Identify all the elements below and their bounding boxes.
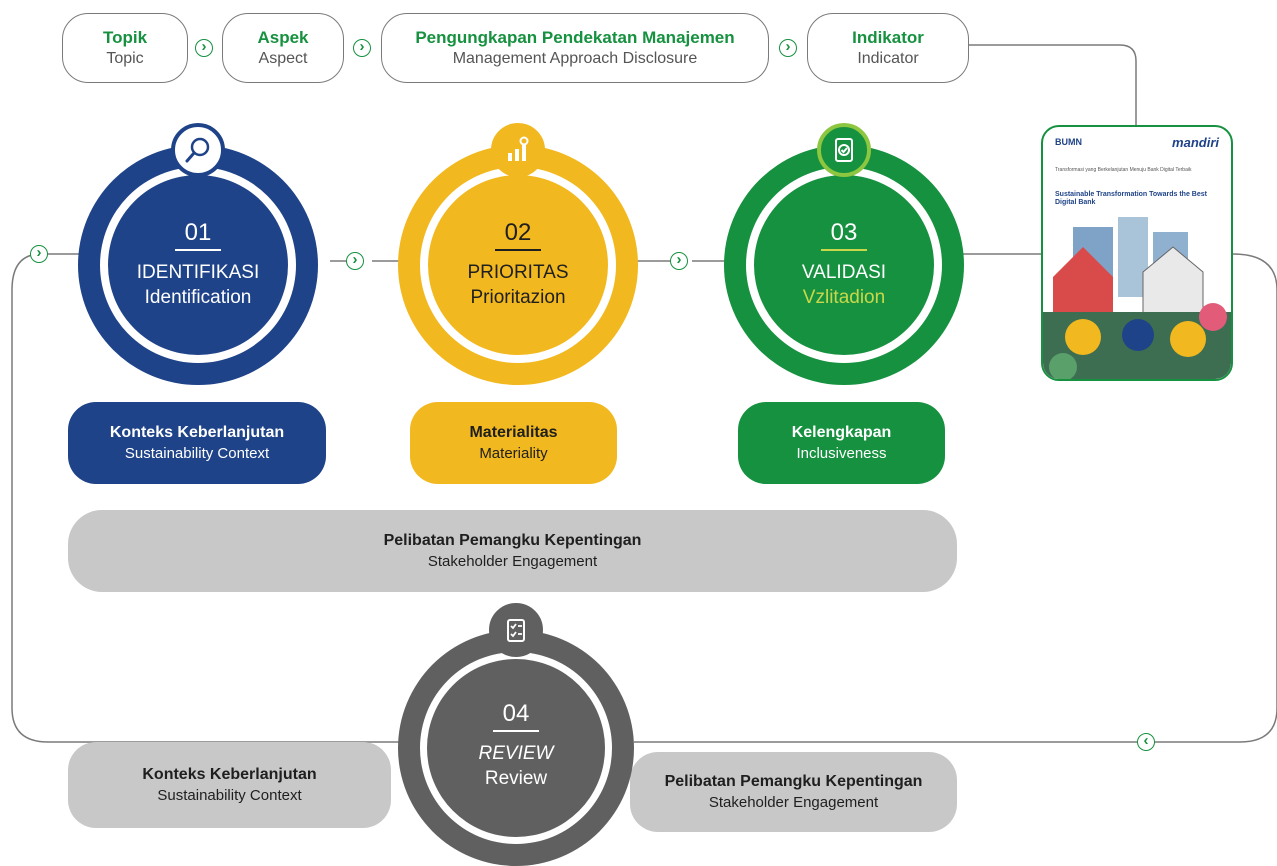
step-subtitle: Review <box>484 768 548 790</box>
step-identification-circle: 01 IDENTIFIKASI Identification <box>78 145 318 385</box>
chevron-right-icon: › <box>353 39 371 57</box>
box-title: Pelibatan Pemangku Kepentingan <box>664 772 923 790</box>
box-title: Kelengkapan <box>791 423 892 441</box>
chevron-right-icon: › <box>195 39 213 57</box>
chevron-right-icon: › <box>346 252 364 270</box>
bar-subtitle: Stakeholder Engagement <box>427 552 598 570</box>
box-subtitle: Sustainability Context <box>157 786 302 804</box>
cover-illustration <box>1043 217 1231 379</box>
step-subtitle: Identification <box>144 286 252 308</box>
step-title: VALIDASI <box>801 262 887 283</box>
disclosure-sublabel: Management Approach Disclosure <box>452 49 698 67</box>
topic-sublabel: Topic <box>106 49 144 67</box>
step-review-circle: 04 REVIEW Review <box>398 630 634 866</box>
chevron-right-icon: › <box>670 252 688 270</box>
disclosure-label: Pengungkapan Pendekatan Manajemen <box>415 28 735 48</box>
bottom-sustainability-context-box: Konteks Keberlanjutan Sustainability Con… <box>68 742 391 828</box>
step-prioritization-core: 02 PRIORITAS Prioritazion <box>428 175 608 355</box>
bar-title: Pelibatan Pemangku Kepentingan <box>383 531 642 549</box>
step-number: 04 <box>492 700 540 733</box>
chevron-right-icon: › <box>779 39 797 57</box>
step-review-core: 04 REVIEW Review <box>427 659 605 837</box>
chevron-left-icon: ‹ <box>1137 733 1155 751</box>
header-indicator-pill: Indikator Indicator <box>807 13 969 83</box>
step-subtitle: Prioritazion <box>470 286 566 308</box>
validation-icon <box>817 123 871 177</box>
inclusiveness-box: Kelengkapan Inclusiveness <box>738 402 945 484</box>
bottom-stakeholder-engagement-box: Pelibatan Pemangku Kepentingan Stakehold… <box>630 752 957 832</box>
step-title: IDENTIFIKASI <box>136 262 260 283</box>
step-number: 03 <box>820 219 868 251</box>
aspect-label: Aspek <box>257 28 309 48</box>
magnifier-icon <box>171 123 225 177</box>
box-subtitle: Stakeholder Engagement <box>708 793 879 811</box>
chevron-right-icon: › <box>30 245 48 263</box>
report-cover-image: BUMN mandiri Transformasi yang Berkelanj… <box>1041 125 1233 381</box>
step-number: 01 <box>174 219 222 251</box>
box-title: Konteks Keberlanjutan <box>109 423 285 441</box>
header-disclosure-pill: Pengungkapan Pendekatan Manajemen Manage… <box>381 13 769 83</box>
step-identification-core: 01 IDENTIFIKASI Identification <box>108 175 288 355</box>
box-title: Materialitas <box>469 423 558 441</box>
step-validation-core: 03 VALIDASI Vzlitadion <box>754 175 934 355</box>
box-subtitle: Sustainability Context <box>124 444 270 462</box>
step-title: PRIORITAS <box>467 262 569 283</box>
growth-chart-icon <box>491 123 545 177</box>
checklist-icon <box>489 603 543 657</box>
step-prioritization-circle: 02 PRIORITAS Prioritazion <box>398 145 638 385</box>
sustainability-context-box: Konteks Keberlanjutan Sustainability Con… <box>68 402 326 484</box>
step-validation-circle: 03 VALIDASI Vzlitadion <box>724 145 964 385</box>
indicator-label: Indikator <box>852 28 924 48</box>
box-subtitle: Inclusiveness <box>796 444 887 462</box>
step-number: 02 <box>494 219 542 251</box>
aspect-sublabel: Aspect <box>258 49 308 67</box>
header-topic-pill: Topik Topic <box>62 13 188 83</box>
materiality-box: Materialitas Materiality <box>410 402 617 484</box>
cover-small-text: Transformasi yang Berkelanjutan Menuju B… <box>1055 167 1192 173</box>
cover-title: Sustainable Transformation Towards the B… <box>1055 191 1207 207</box>
box-subtitle: Materiality <box>479 444 548 462</box>
stakeholder-engagement-bar: Pelibatan Pemangku Kepentingan Stakehold… <box>68 510 957 592</box>
box-title: Konteks Keberlanjutan <box>142 765 317 783</box>
header-aspect-pill: Aspek Aspect <box>222 13 344 83</box>
mandiri-logo: mandiri <box>1172 135 1219 150</box>
step-title: REVIEW <box>478 743 554 765</box>
bumn-logo: BUMN <box>1055 137 1082 147</box>
topic-label: Topik <box>102 28 148 48</box>
step-subtitle: Vzlitadion <box>802 286 886 308</box>
indicator-sublabel: Indicator <box>857 49 919 67</box>
